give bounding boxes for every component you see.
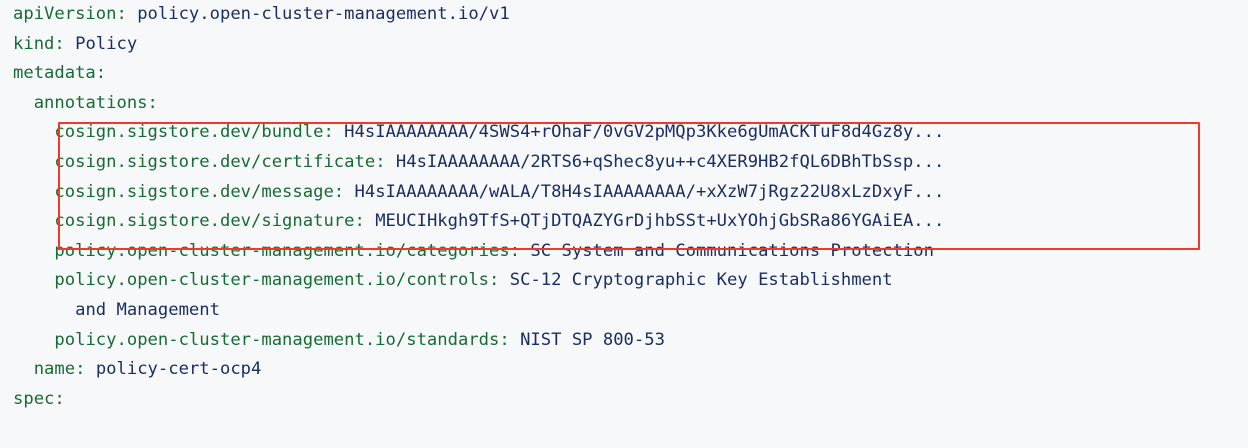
yaml-key: policy.open-cluster-management.io/contro… (54, 270, 490, 291)
code-line: and Management (0, 296, 1248, 326)
yaml-value: H4sIAAAAAAAA/4SWS4+rOhaF/0vGV2pMQp3Kke6g… (344, 122, 945, 143)
yaml-value: SC-12 Cryptographic Key Establishment (509, 270, 893, 291)
code-line: apiVersion: policy.open-cluster-manageme… (0, 0, 1248, 30)
yaml-key: cosign.sigstore.dev/signature (54, 211, 355, 232)
indent-space (13, 122, 54, 142)
indent-space (13, 330, 54, 350)
indent-space (13, 182, 54, 202)
yaml-separator: : (75, 359, 96, 380)
yaml-value: policy.open-cluster-management.io/v1 (137, 4, 510, 24)
yaml-key: name (33, 359, 76, 380)
yaml-separator: : (116, 4, 138, 24)
yaml-key: cosign.sigstore.dev/message (54, 181, 334, 202)
indent-space (13, 152, 54, 172)
yaml-separator: : (54, 388, 65, 409)
yaml-separator: : (489, 270, 510, 291)
yaml-value: MEUCIHkgh9TfS+QTjDTQAZYGrDjhbSSt+UxYOhjG… (375, 211, 945, 232)
yaml-value: Policy (75, 33, 138, 54)
yaml-key: kind (13, 33, 55, 54)
yaml-key: policy.open-cluster-management.io/catego… (54, 240, 510, 261)
code-line: cosign.sigstore.dev/signature: MEUCIHkgh… (0, 207, 1248, 237)
code-line: annotations: (0, 89, 1248, 119)
yaml-separator: : (54, 33, 76, 54)
yaml-separator: : (499, 329, 521, 350)
yaml-value: policy-cert-ocp4 (95, 359, 262, 380)
yaml-key: annotations (33, 92, 148, 113)
yaml-key: cosign.sigstore.dev/bundle (54, 122, 324, 143)
code-line: policy.open-cluster-management.io/catego… (0, 237, 1248, 267)
code-line: cosign.sigstore.dev/message: H4sIAAAAAAA… (0, 178, 1248, 208)
code-line: policy.open-cluster-management.io/contro… (0, 266, 1248, 296)
yaml-separator: : (354, 211, 376, 232)
yaml-separator: : (95, 63, 107, 84)
indent-space (13, 93, 34, 113)
indent-space (13, 270, 54, 290)
indent-space (13, 211, 54, 231)
indent-space (13, 300, 75, 320)
code-line: name: policy-cert-ocp4 (0, 355, 1248, 385)
yaml-value: SC System and Communications Protection (530, 240, 934, 261)
code-line: cosign.sigstore.dev/bundle: H4sIAAAAAAAA… (0, 118, 1248, 148)
yaml-key: metadata (13, 63, 96, 84)
yaml-value: H4sIAAAAAAAA/wALA/T8H4sIAAAAAAAA/+xXzW7j… (354, 181, 945, 202)
yaml-key: policy.open-cluster-management.io/standa… (54, 329, 500, 350)
code-line: policy.open-cluster-management.io/standa… (0, 326, 1248, 356)
yaml-value: H4sIAAAAAAAA/2RTS6+qShec8yu++c4XER9HB2fQ… (395, 151, 945, 172)
yaml-value: NIST SP 800-53 (520, 329, 665, 350)
yaml-value-continuation: and Management (75, 299, 220, 320)
code-line: kind: Policy (0, 30, 1248, 60)
indent-space (13, 359, 34, 379)
yaml-separator: : (323, 122, 345, 143)
code-line: spec: (0, 385, 1248, 415)
yaml-key: apiVersion (13, 4, 117, 24)
yaml-separator: : (509, 240, 531, 261)
indent-space (13, 241, 54, 261)
yaml-separator: : (375, 151, 396, 172)
code-line: cosign.sigstore.dev/certificate: H4sIAAA… (0, 148, 1248, 178)
yaml-separator: : (147, 92, 158, 113)
yaml-key: cosign.sigstore.dev/certificate (54, 151, 376, 172)
yaml-key: spec (13, 388, 55, 409)
code-line: metadata: (0, 59, 1248, 89)
yaml-separator: : (333, 181, 355, 202)
code-lines: apiVersion: policy.open-cluster-manageme… (0, 0, 1248, 415)
